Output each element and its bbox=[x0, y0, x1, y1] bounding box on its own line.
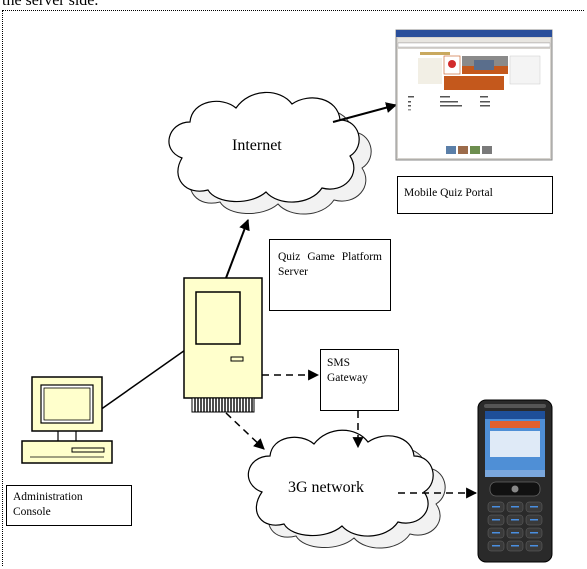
arrow-server-to-internet bbox=[225, 218, 250, 279]
portal-label: Mobile Quiz Portal bbox=[404, 187, 493, 199]
admin-computer-icon bbox=[21, 376, 113, 464]
mobile-phone-icon bbox=[477, 399, 553, 563]
caption-fragment: the server side. bbox=[2, 0, 99, 9]
3g-network-label: 3G network bbox=[288, 479, 364, 496]
sms-gateway-label-line1: SMS bbox=[327, 357, 351, 369]
internet-label: Internet bbox=[232, 137, 282, 154]
arrow-internet-to-portal bbox=[332, 102, 398, 123]
server-icon bbox=[183, 277, 263, 413]
admin-console-label-line2: Console bbox=[13, 506, 51, 518]
admin-console-box: Administration Console bbox=[6, 485, 132, 526]
internet-cloud bbox=[168, 91, 360, 203]
portal-browser-thumbnail bbox=[395, 29, 553, 161]
sms-gateway-label-line2: Gateway bbox=[327, 372, 368, 384]
arrow-server-to-3g bbox=[225, 412, 265, 450]
portal-label-box: Mobile Quiz Portal bbox=[397, 176, 553, 214]
server-label: Quiz Game Platform Server bbox=[278, 251, 382, 278]
admin-console-label-line1: Administration bbox=[13, 491, 83, 503]
diagram-frame bbox=[2, 10, 584, 566]
link-admin-to-server bbox=[99, 347, 189, 411]
3g-cloud bbox=[247, 429, 434, 537]
sms-gateway-box: SMS Gateway bbox=[320, 349, 399, 411]
server-label-box: Quiz Game Platform Server bbox=[269, 239, 391, 311]
